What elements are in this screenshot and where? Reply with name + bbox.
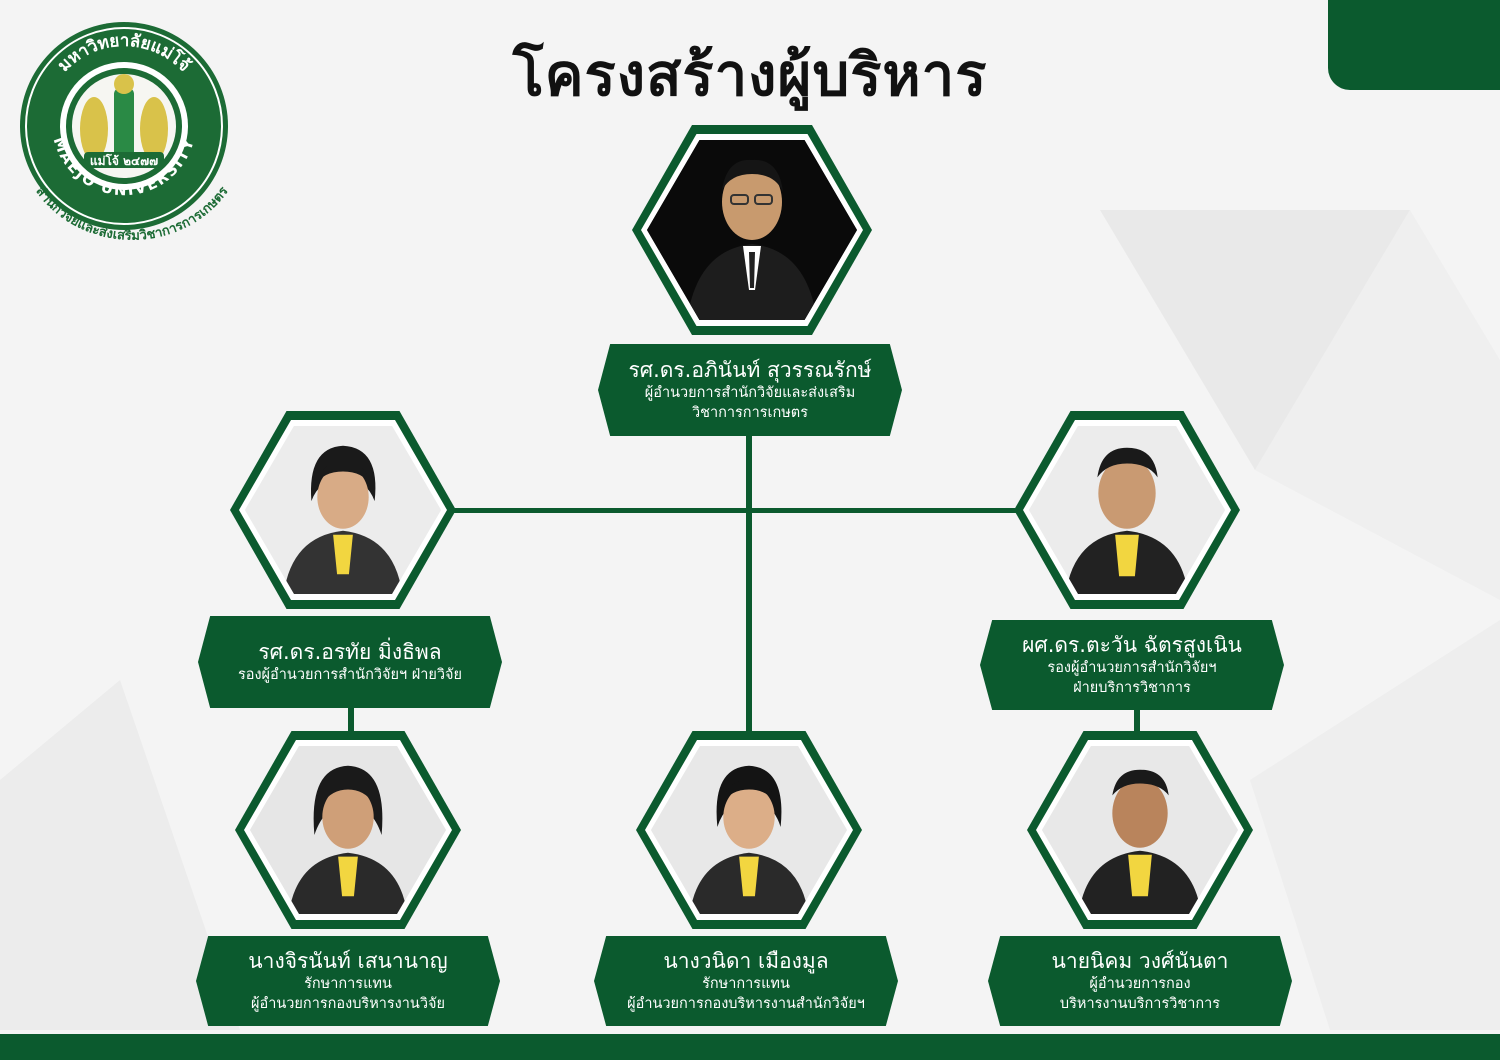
connector-right-vertical bbox=[1134, 707, 1140, 737]
deputy-research-name: รศ.ดร.อรทัย มิ่งธิพล bbox=[258, 640, 442, 664]
head-research-admin-name: นางจิรนันท์ เสนานาญ bbox=[248, 949, 448, 973]
deputy-academic-photo bbox=[1014, 411, 1240, 609]
director-photo bbox=[632, 125, 872, 335]
head-research-admin-role-line1: รักษาการแทน bbox=[304, 976, 392, 992]
head-office-admin-name: นางวนิดา เมืองมูล bbox=[663, 949, 829, 973]
deputy-academic-nameplate: ผศ.ดร.ตะวัน ฉัตรสูงเนิน รองผู้อำนวยการสำ… bbox=[980, 620, 1284, 710]
director-nameplate: รศ.ดร.อภินันท์ สุวรรณรักษ์ ผู้อำนวยการสำ… bbox=[598, 344, 902, 436]
head-academic-service-role-line2: บริหารงานบริการวิชาการ bbox=[1059, 996, 1221, 1012]
director-name: รศ.ดร.อภินันท์ สุวรรณรักษ์ bbox=[628, 358, 872, 382]
footer-bar bbox=[0, 1034, 1500, 1060]
university-logo: แม่โจ้ ๒๔๗๗ มหาวิทยาลัยแม่โจ้ MAEJO UNIV… bbox=[14, 14, 254, 244]
deputy-academic-role-line2: ฝ่ายบริการวิชาการ bbox=[1073, 680, 1191, 696]
deputy-research-role-line1: รองผู้อำนวยการสำนักวิจัยฯ ฝ่ายวิจัย bbox=[237, 667, 463, 683]
deputy-academic-role-line1: รองผู้อำนวยการสำนักวิจัยฯ bbox=[1047, 660, 1217, 676]
deputy-research-nameplate: รศ.ดร.อรทัย มิ่งธิพล รองผู้อำนวยการสำนัก… bbox=[198, 616, 502, 708]
head-office-admin-role-line2: ผู้อำนวยการกองบริหารงานสำนักวิจัยฯ bbox=[627, 996, 865, 1012]
corner-tab bbox=[1328, 0, 1500, 90]
connector-left-vertical bbox=[348, 705, 354, 737]
director-role-line1: ผู้อำนวยการสำนักวิจัยและส่งเสริม bbox=[644, 385, 856, 401]
connector-deputies-horizontal bbox=[450, 508, 1025, 513]
head-academic-service-photo bbox=[1027, 731, 1253, 929]
head-research-admin-role-line2: ผู้อำนวยการกองบริหารงานวิจัย bbox=[251, 996, 445, 1012]
connector-director-vertical bbox=[746, 430, 752, 735]
deputy-research-photo bbox=[230, 411, 456, 609]
head-academic-service-nameplate: นายนิคม วงศ์นันตา ผู้อำนวยการกอง บริหารง… bbox=[988, 936, 1292, 1026]
head-office-admin-nameplate: นางวนิดา เมืองมูล รักษาการแทน ผู้อำนวยกา… bbox=[594, 936, 898, 1026]
head-academic-service-role-line1: ผู้อำนวยการกอง bbox=[1089, 976, 1191, 992]
head-office-admin-photo bbox=[636, 731, 862, 929]
head-research-admin-photo bbox=[235, 731, 461, 929]
head-office-admin-role-line1: รักษาการแทน bbox=[702, 976, 790, 992]
head-research-admin-nameplate: นางจิรนันท์ เสนานาญ รักษาการแทน ผู้อำนวย… bbox=[196, 936, 500, 1026]
logo-anniversary: แม่โจ้ ๒๔๗๗ bbox=[90, 153, 158, 168]
head-academic-service-name: นายนิคม วงศ์นันตา bbox=[1051, 949, 1229, 973]
page-title: โครงสร้างผู้บริหาร bbox=[512, 41, 988, 109]
deputy-academic-name: ผศ.ดร.ตะวัน ฉัตรสูงเนิน bbox=[1022, 633, 1242, 657]
director-role-line2: วิชาการการเกษตร bbox=[691, 405, 809, 421]
